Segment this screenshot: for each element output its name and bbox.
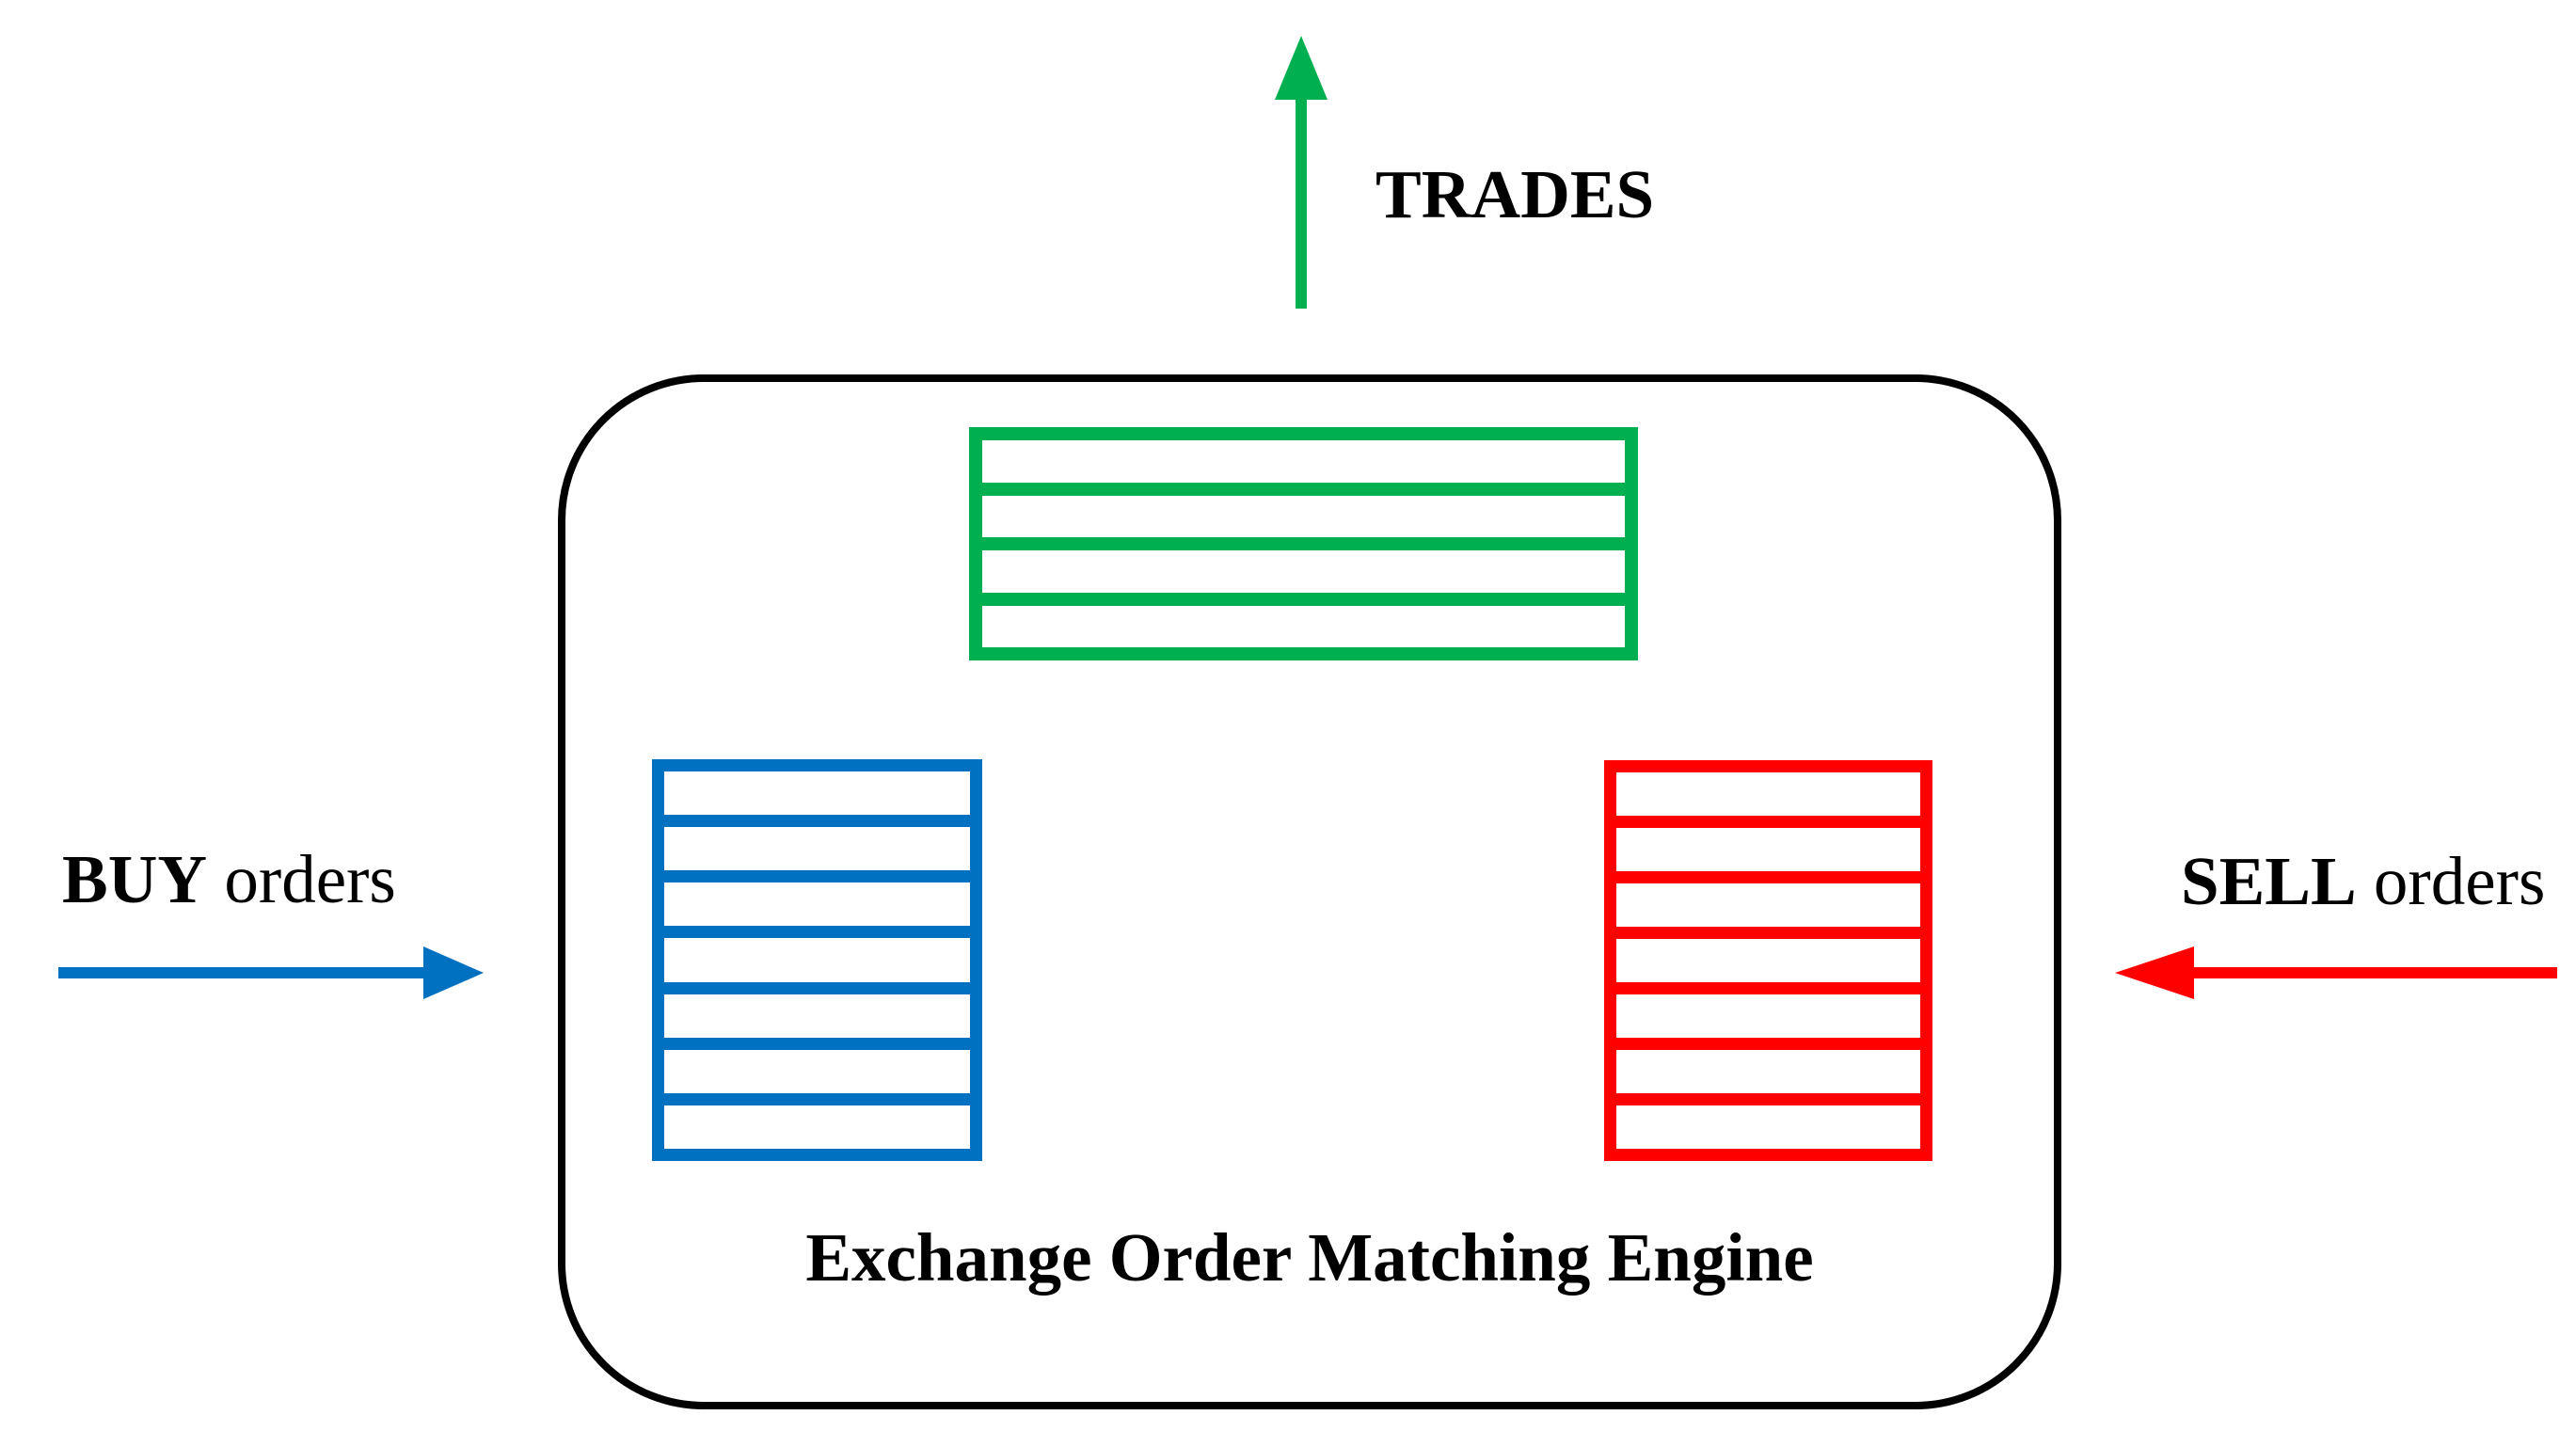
ledger-row — [982, 605, 1625, 647]
ledger-row — [664, 1049, 970, 1093]
ledger-row — [1616, 994, 1920, 1038]
ledger-row — [982, 440, 1625, 483]
trades-arrow-shape — [1275, 36, 1328, 309]
sell-orders-label: SELL orders — [2181, 847, 2545, 915]
trades-label: TRADES — [1375, 156, 1655, 232]
ledger-row — [1616, 828, 1920, 871]
buy-arrow-shape — [58, 946, 484, 999]
ledger-row — [1616, 883, 1920, 927]
buy-order-book-icon — [652, 759, 982, 1161]
trades-arrow-icon — [1275, 36, 1328, 309]
sell-arrow-shape — [2115, 946, 2557, 999]
buy-orders-label-bold: BUY — [62, 841, 208, 917]
sell-orders-label-bold: SELL — [2181, 843, 2357, 919]
ledger-row — [1616, 772, 1920, 816]
sell-arrow-icon — [2115, 946, 2557, 999]
ledger-row — [664, 994, 970, 1038]
engine-title: Exchange Order Matching Engine — [805, 1219, 1814, 1296]
trades-book-icon — [969, 427, 1638, 660]
sell-orders-label-rest: orders — [2356, 843, 2546, 919]
ledger-row — [982, 495, 1625, 537]
sell-order-book-icon — [1604, 760, 1932, 1161]
ledger-row — [664, 883, 970, 927]
buy-arrow-icon — [58, 946, 484, 999]
ledger-row — [1616, 939, 1920, 982]
buy-orders-label-rest: orders — [207, 841, 396, 917]
ledger-row — [1616, 1105, 1920, 1149]
ledger-row — [982, 550, 1625, 593]
buy-orders-label: BUY orders — [62, 845, 396, 914]
matching-engine-box — [558, 374, 2061, 1409]
ledger-row — [664, 938, 970, 982]
ledger-row — [664, 771, 970, 816]
ledger-row — [1616, 1050, 1920, 1093]
ledger-row — [664, 1105, 970, 1149]
ledger-row — [664, 827, 970, 871]
